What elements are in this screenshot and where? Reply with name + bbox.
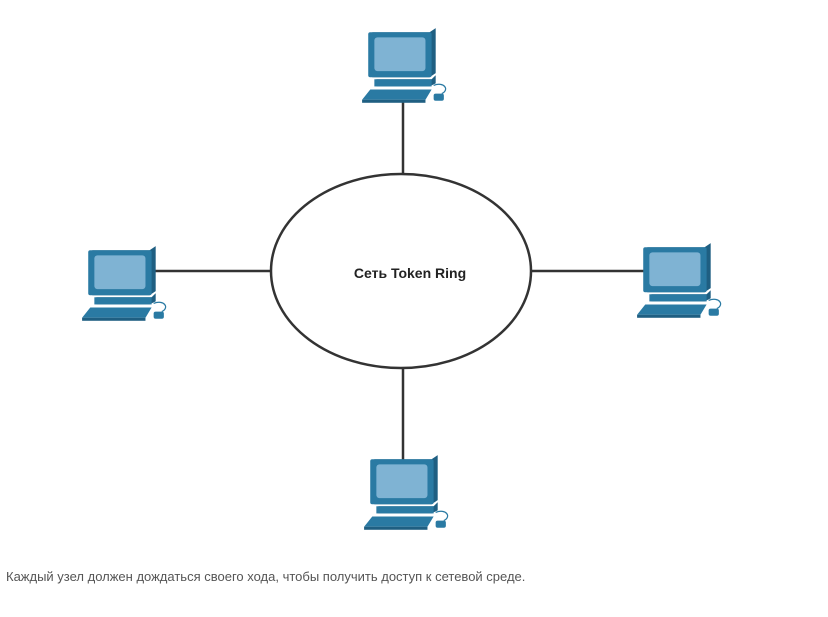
ring-label: Сеть Token Ring: [354, 265, 466, 281]
computer-icon-left: [81, 246, 167, 322]
caption: Каждый узел должен дождаться своего хода…: [6, 569, 526, 584]
computer-icon-right: [636, 243, 722, 319]
token-ring-diagram: Сеть Token Ring: [81, 28, 722, 531]
computer-icon-bottom: [363, 455, 449, 531]
computer-icon-top: [361, 28, 447, 104]
token-ring: [269, 172, 533, 370]
